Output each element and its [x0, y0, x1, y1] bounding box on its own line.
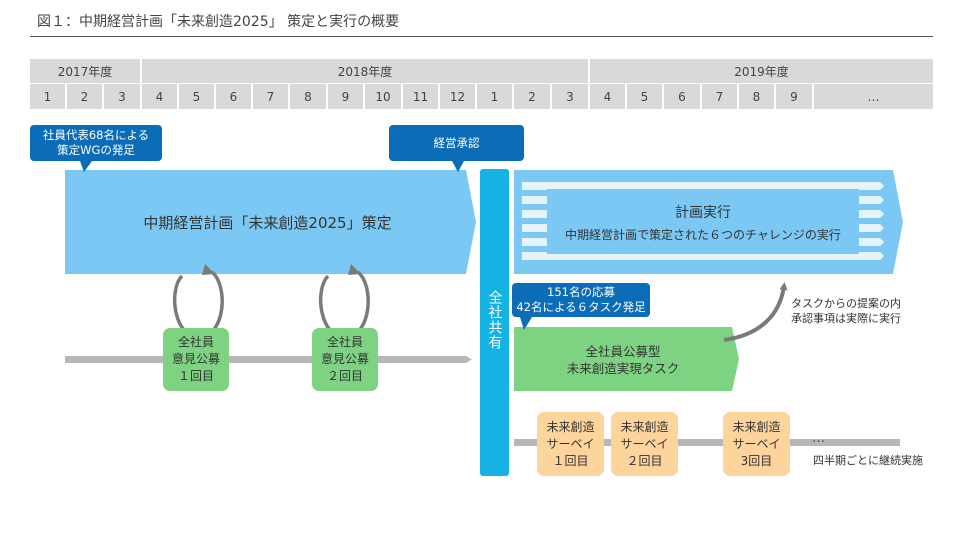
- month-cell: 3: [552, 84, 588, 109]
- year-2017: 2017年度: [30, 59, 140, 83]
- opinion-timeline: [65, 356, 472, 363]
- task-note: タスクからの提案の内 承認事項は実際に実行: [786, 296, 906, 326]
- execution-subtitle: 中期経営計画で策定された６つのチャレンジの実行: [565, 228, 841, 242]
- task-callout-tail: [520, 317, 532, 330]
- pill-line: 意見公募: [320, 352, 369, 366]
- month-cell: 5: [627, 84, 662, 109]
- month-cell: 2: [514, 84, 550, 109]
- pill-line: ２回目: [326, 369, 363, 383]
- execution-inner-box: [547, 189, 859, 254]
- opinion-pill-2: 全社員 意見公募 ２回目: [312, 328, 378, 391]
- opinion-pill-1: 全社員 意見公募 １回目: [163, 328, 229, 391]
- cycle-arrow-1: [173, 264, 224, 339]
- month-cell: 4: [142, 84, 177, 109]
- month-cell: 6: [216, 84, 251, 109]
- approval-callout-tail: [452, 161, 464, 172]
- survey-line: 未来創造: [732, 419, 781, 434]
- task-arrow-label: 全社員公募型 未来創造実現タスク: [514, 343, 732, 377]
- survey-line: １回目: [552, 453, 589, 468]
- execution-title: 計画実行: [675, 205, 731, 221]
- month-cell: 3: [104, 84, 140, 109]
- share-bar: [480, 169, 509, 476]
- month-cell: 6: [664, 84, 700, 109]
- task-callout-line1: 151名の応募: [547, 285, 615, 299]
- survey-pill-1: 未来創造 サーベイ １回目: [537, 412, 604, 476]
- task-to-execution-arrow: [723, 282, 788, 342]
- task-note-line2: 承認事項は実際に実行: [791, 312, 901, 325]
- strategy-arrow: [65, 170, 476, 274]
- task-arrow-line2: 未来創造実現タスク: [566, 361, 680, 376]
- month-cell: …: [814, 84, 933, 109]
- pill-line: 意見公募: [171, 352, 220, 366]
- survey-timeline: [514, 439, 900, 446]
- approval-callout-label: 経営承認: [433, 135, 480, 150]
- month-cell: 8: [739, 84, 774, 109]
- month-cell: 9: [776, 84, 812, 109]
- pill-line: １回目: [177, 369, 214, 383]
- title-divider: [30, 36, 933, 37]
- survey-ellipsis: …: [812, 431, 825, 446]
- month-cell: 2: [67, 84, 102, 109]
- wg-callout-tail: [80, 161, 92, 172]
- survey-line: 未来創造: [620, 419, 669, 434]
- survey-line: 3回目: [740, 453, 773, 468]
- task-arrow-line1: 全社員公募型: [585, 344, 661, 359]
- survey-line: サーベイ: [546, 436, 595, 451]
- month-cell: 5: [179, 84, 214, 109]
- task-note-line1: タスクからの提案の内: [791, 297, 901, 310]
- year-2018: 2018年度: [142, 59, 588, 83]
- month-cell: 12: [440, 84, 475, 109]
- month-cell: 8: [290, 84, 326, 109]
- wg-callout-line1: 社員代表68名による: [42, 128, 150, 142]
- month-cell: 9: [328, 84, 363, 109]
- month-cell: 10: [365, 84, 401, 109]
- month-cell: 7: [253, 84, 288, 109]
- approval-callout: 経営承認: [389, 125, 524, 161]
- strategy-arrow-label: 中期経営計画「未来創造2025」策定: [143, 214, 392, 232]
- month-cell: 4: [590, 84, 625, 109]
- task-arrow: [514, 327, 739, 391]
- page-title: 図１：中期経営計画「未来創造2025」 策定と実行の概要: [37, 14, 400, 30]
- wg-callout-line2: 策定WGの発足: [57, 143, 135, 157]
- month-cell: 11: [403, 84, 438, 109]
- wg-callout: 社員代表68名による 策定WGの発足: [30, 125, 162, 161]
- month-cell: 1: [30, 84, 65, 109]
- task-callout-line2: 42名による６タスク発足: [516, 300, 646, 314]
- year-2019: 2019年度: [590, 59, 933, 83]
- survey-pill-3: 未来創造 サーベイ 3回目: [723, 412, 790, 476]
- share-bar-label: 全社共有: [486, 290, 503, 350]
- survey-line: ２回目: [626, 453, 663, 468]
- month-cell: 7: [702, 84, 737, 109]
- survey-line: 未来創造: [546, 419, 595, 434]
- survey-pill-2: 未来創造 サーベイ ２回目: [611, 412, 678, 476]
- survey-line: サーベイ: [620, 436, 669, 451]
- survey-note: 四半期ごとに継続実施: [813, 454, 923, 467]
- cycle-arrow-2: [319, 264, 370, 339]
- month-cell: 1: [477, 84, 512, 109]
- survey-line: サーベイ: [732, 436, 781, 451]
- task-callout: 151名の応募 42名による６タスク発足: [512, 283, 650, 317]
- pill-line: 全社員: [177, 335, 214, 349]
- pill-line: 全社員: [326, 335, 363, 349]
